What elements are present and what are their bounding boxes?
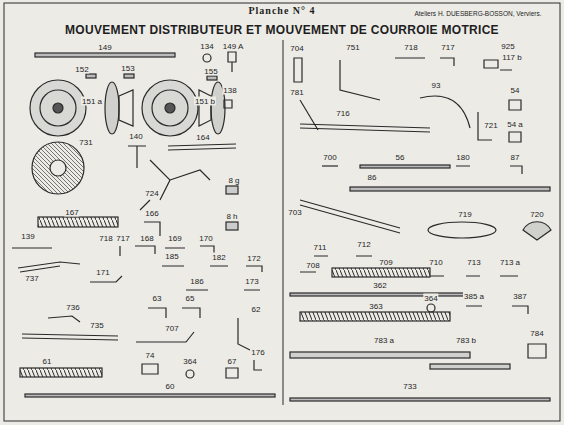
part-number: 186 (189, 277, 204, 286)
part-number: 733 (402, 382, 417, 391)
part-number: 168 (139, 234, 154, 243)
part-number: 363 (368, 302, 383, 311)
part-number: 736 (65, 303, 80, 312)
part-number: 117 b (501, 53, 522, 62)
part-number: 385 a (463, 292, 485, 301)
part-number: 717 (440, 43, 455, 52)
part-number: 700 (322, 153, 337, 162)
part-number: 140 (128, 132, 143, 141)
part-number: 711 (313, 243, 328, 252)
part-number: 173 (244, 277, 259, 286)
part-number: 364 (182, 357, 197, 366)
part-number: 170 (198, 234, 213, 243)
part-number: 149 A (222, 42, 244, 51)
part-number: 134 (199, 42, 214, 51)
part-number: 718 (403, 43, 418, 52)
part-number: 166 (144, 209, 159, 218)
part-number: 60 (165, 382, 176, 391)
part-number: 362 (372, 281, 387, 290)
plate-number: Planche N° 4 (247, 6, 316, 15)
part-number: 720 (529, 210, 544, 219)
part-number: 735 (89, 321, 104, 330)
part-number: 707 (164, 324, 179, 333)
part-number: 61 (42, 357, 53, 366)
part-number: 65 (185, 294, 196, 303)
part-number: 364 (423, 294, 438, 303)
maker-imprint: Ateliers H. DUESBERG-BOSSON, Verviers. (413, 9, 542, 18)
part-number: 703 (287, 208, 302, 217)
part-number: 751 (345, 43, 360, 52)
part-number: 54 (510, 86, 521, 95)
part-number: 737 (24, 274, 39, 283)
part-number: 8 h (225, 212, 238, 221)
part-number: 709 (378, 258, 393, 267)
part-number: 167 (64, 208, 79, 217)
part-number: 704 (289, 44, 304, 53)
part-number: 182 (211, 253, 226, 262)
part-number: 185 (164, 252, 179, 261)
part-number: 155 (203, 67, 218, 76)
part-number: 724 (144, 189, 159, 198)
plate-title: MOUVEMENT DISTRIBUTEUR ET MOUVEMENT DE C… (62, 23, 502, 37)
part-number: 151 a (81, 97, 103, 106)
part-number: 153 (120, 64, 135, 73)
part-number: 784 (529, 329, 544, 338)
part-number: 169 (167, 234, 182, 243)
part-number: 56 (395, 153, 406, 162)
part-number: 710 (428, 258, 443, 267)
part-number: 713 a (499, 258, 521, 267)
part-number: 8 g (227, 176, 240, 185)
part-number: 93 (431, 81, 442, 90)
part-number: 74 (145, 351, 156, 360)
part-number: 171 (95, 268, 110, 277)
part-number: 180 (455, 153, 470, 162)
part-number: 731 (78, 138, 93, 147)
part-number: 783 b (455, 336, 477, 345)
part-number: 176 (250, 348, 265, 357)
part-number: 139 (20, 232, 35, 241)
part-number: 716 (335, 109, 350, 118)
part-number: 721 (483, 121, 498, 130)
part-number: 708 (305, 261, 320, 270)
part-number: 62 (251, 305, 262, 314)
part-number: 54 a (506, 120, 524, 129)
part-number: 164 (195, 133, 210, 142)
part-number: 138 (222, 86, 237, 95)
part-number: 172 (246, 254, 261, 263)
part-number: 713 (466, 258, 481, 267)
part-number: 67 (227, 357, 238, 366)
part-number: 152 (74, 65, 89, 74)
part-number: 717 (115, 234, 130, 243)
part-number: 387 (512, 292, 527, 301)
part-number: 718 (98, 234, 113, 243)
part-number: 86 (367, 173, 378, 182)
part-number: 719 (457, 210, 472, 219)
part-number: 149 (97, 43, 112, 52)
part-number: 712 (356, 240, 371, 249)
part-number: 87 (510, 153, 521, 162)
part-number: 925 (500, 42, 515, 51)
part-number: 783 a (373, 336, 395, 345)
part-number: 781 (289, 88, 304, 97)
part-number: 63 (152, 294, 163, 303)
part-number: 151 b (194, 97, 216, 106)
